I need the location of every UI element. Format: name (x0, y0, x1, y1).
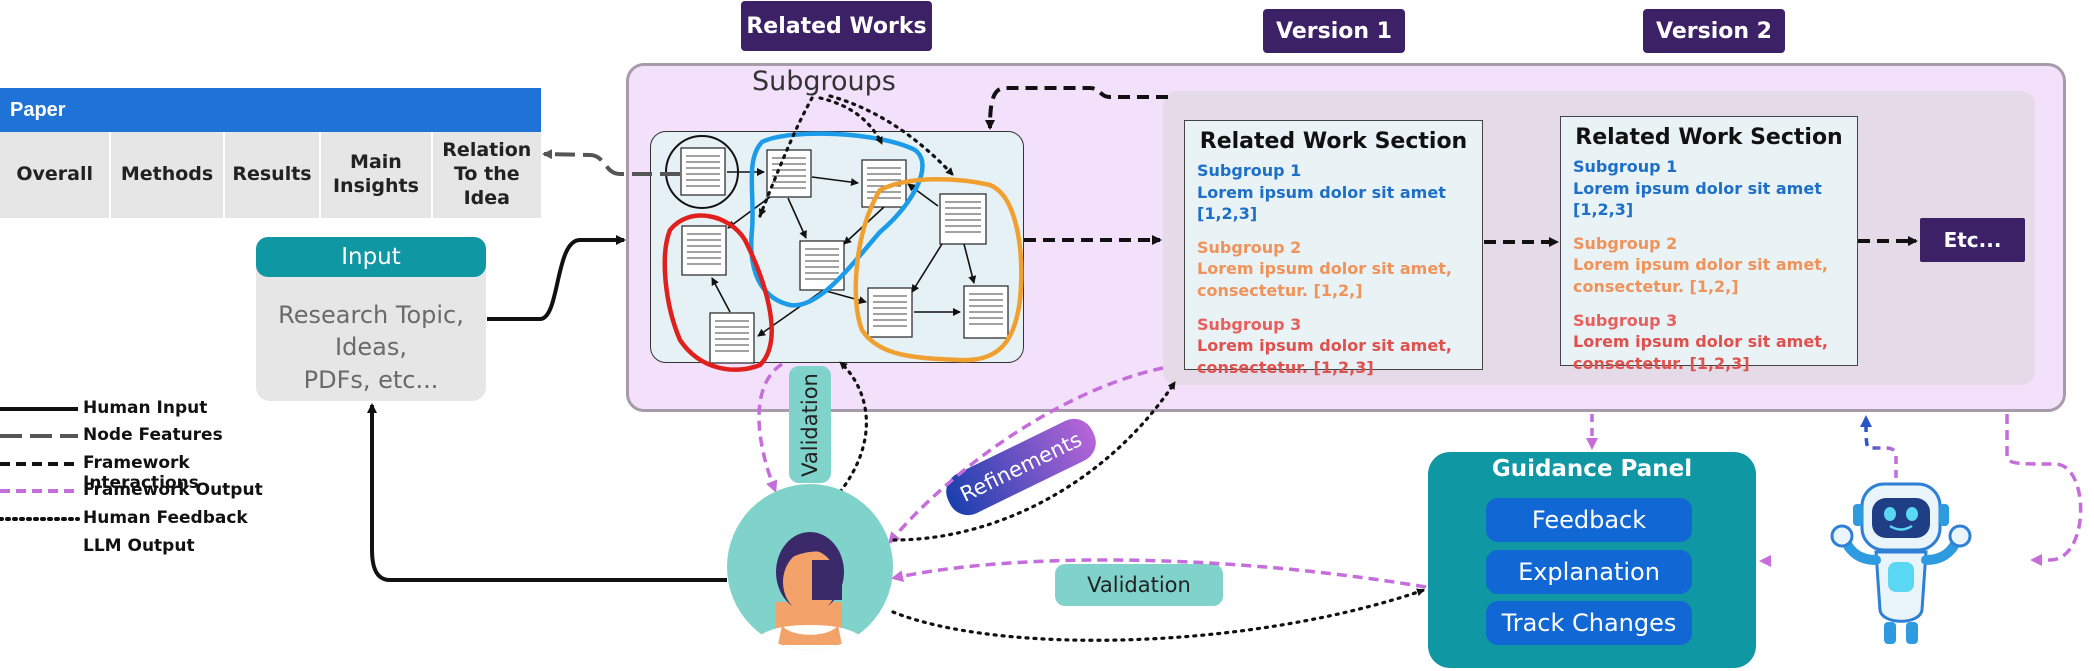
related-work-card-v2[interactable]: Related Work Section Subgroup 1 Lorem ip… (1560, 116, 1858, 373)
card-subgroup3-title: Subgroup 3 (1573, 310, 1678, 330)
guidance-title: Guidance Panel (1491, 456, 1693, 482)
card-subgroup3-text: Lorem ipsum dolor sit amet, consectetur.… (1197, 336, 1452, 377)
card-subgroup2-title: Subgroup 2 (1573, 233, 1678, 253)
card-subgroup2-text: Lorem ipsum dolor sit amet, consectetur.… (1197, 259, 1452, 300)
track-changes-button[interactable]: Track Changes (1486, 601, 1692, 645)
validation-label: Validation (1055, 564, 1223, 606)
feedback-button[interactable]: Feedback (1486, 498, 1692, 542)
legend-node-features: Node Features (83, 425, 223, 445)
version-2-label: Version 2 (1643, 9, 1785, 53)
input-header: Input (256, 237, 486, 277)
card-subgroup3-text: Lorem ipsum dolor sit amet, consectetur.… (1573, 332, 1828, 373)
paper-col-main-insights: Main Insights (321, 132, 433, 218)
related-work-card-v1[interactable]: Related Work Section Subgroup 1 Lorem ip… (1184, 120, 1483, 377)
card-subgroup2-text: Lorem ipsum dolor sit amet, consectetur.… (1573, 255, 1828, 296)
legend: Human Input Node Features Framework Inte… (0, 398, 300, 568)
paper-col-relation: Relation To the Idea (442, 139, 532, 209)
legend-framework-output: Framework Output (83, 480, 263, 500)
legend-human-input: Human Input (83, 398, 208, 418)
card-subgroup1-text: Lorem ipsum dolor sit amet [1,2,3] (1197, 182, 1446, 224)
card-title: Related Work Section (1199, 129, 1468, 154)
input-box: Input Research Topic, Ideas, PDFs, etc..… (256, 237, 486, 401)
validation-vertical-label: Validation (789, 366, 831, 483)
legend-framework-interactions: Framework Interactions (83, 453, 199, 493)
paper-header: Paper (0, 88, 541, 132)
card-subgroup1-title: Subgroup 1 (1197, 161, 1302, 180)
user-to-input-arrow (367, 403, 727, 582)
validation-vertical-text: Validation (798, 372, 823, 477)
input-body: Research Topic, Ideas, PDFs, etc... (278, 301, 464, 394)
paper-col-results: Results (225, 132, 322, 218)
legend-swatches (0, 407, 80, 549)
input-to-graph-arrow (487, 235, 626, 321)
card-subgroup2-title: Subgroup 2 (1197, 237, 1302, 257)
paper-col-overall: Overall (0, 132, 112, 218)
subgroups-label: Subgroups (752, 66, 896, 97)
etc-box: Etc... (1920, 218, 2025, 262)
graph-box[interactable] (650, 131, 1024, 363)
legend-human-feedback: Human Feedback (83, 508, 248, 528)
card-subgroup3-title: Subgroup 3 (1197, 314, 1302, 334)
version-1-label: Version 1 (1263, 9, 1405, 53)
explanation-button[interactable]: Explanation (1486, 550, 1692, 594)
card-subgroup1-title: Subgroup 1 (1573, 157, 1678, 176)
paper-columns: Overall Methods Results Main Insights Re… (0, 132, 541, 218)
related-works-label: Related Works (741, 1, 932, 51)
guidance-panel: Guidance Panel Feedback Explanation Trac… (1428, 452, 1756, 668)
card-title: Related Work Section (1575, 125, 1843, 150)
card-subgroup1-text: Lorem ipsum dolor sit amet [1,2,3] (1573, 178, 1822, 220)
paper-table: Paper Overall Methods Results Main Insig… (0, 88, 541, 218)
robot-to-versions-arrow (1860, 415, 1898, 478)
person-avatar-icon (727, 484, 893, 650)
refinements-label: Refinements (939, 412, 1103, 522)
legend-llm-output: LLM Output (83, 536, 195, 556)
paper-col-methods: Methods (111, 132, 225, 218)
robot-icon (1830, 482, 1972, 644)
versions-to-robot-arrow (2005, 414, 2083, 566)
